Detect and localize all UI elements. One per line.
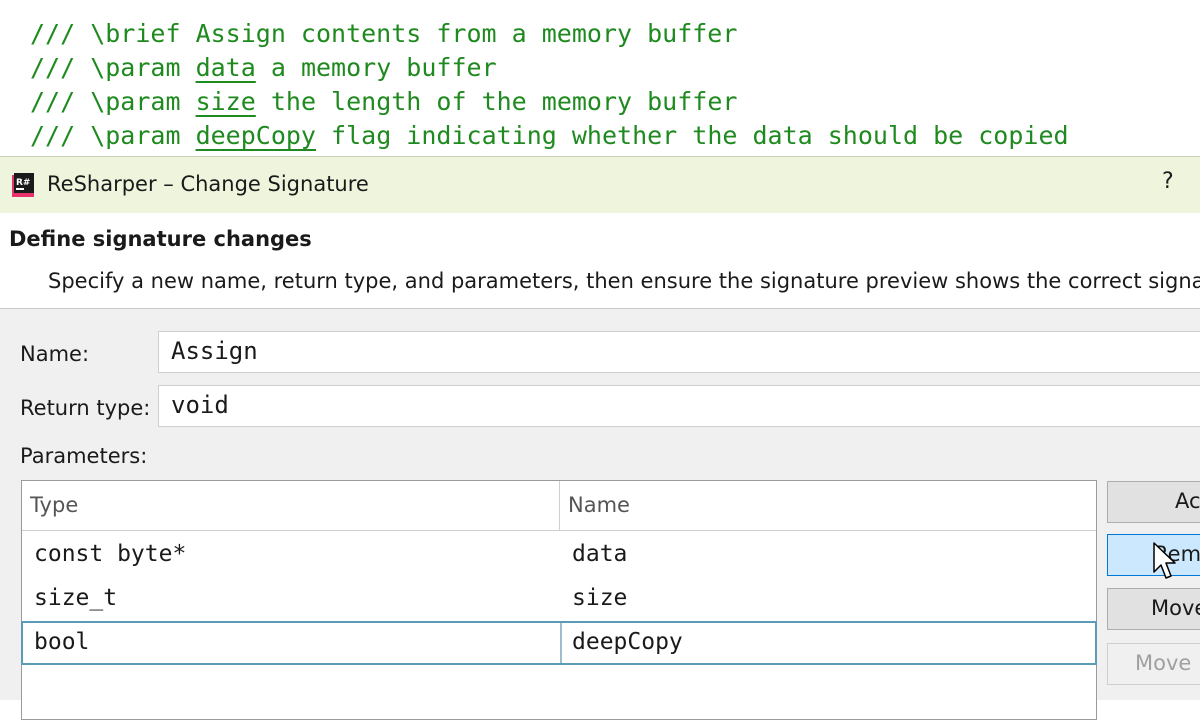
code-comment-line: /// \param deepCopy flag indicating whet… xyxy=(30,121,1069,150)
header-title: Define signature changes xyxy=(9,227,312,251)
add-button-label: Ac xyxy=(1175,489,1200,513)
code-brief-text: /// \brief Assign contents from a memory… xyxy=(30,19,738,48)
name-label: Name: xyxy=(20,342,90,366)
column-header-name[interactable]: Name xyxy=(568,493,630,517)
code-editor: /// \brief Assign contents from a memory… xyxy=(0,0,1200,156)
param-type-cell[interactable]: size_t xyxy=(34,585,118,611)
dialog-title: ReSharper – Change Signature xyxy=(47,172,369,196)
name-field[interactable]: Assign xyxy=(158,331,1200,373)
code-comment-line: /// \param size the length of the memory… xyxy=(30,87,737,116)
resharper-logo-text: R# xyxy=(16,178,30,188)
return-type-label: Return type: xyxy=(20,396,151,420)
parameters-label: Parameters: xyxy=(20,444,148,468)
help-button[interactable]: ? xyxy=(1162,169,1174,194)
table-row[interactable]: const byte* data xyxy=(22,533,1096,577)
return-type-field[interactable]: void xyxy=(158,385,1200,427)
code-param-name: size xyxy=(195,87,256,116)
code-comment-line: /// \brief Assign contents from a memory… xyxy=(30,19,737,48)
param-name-cell[interactable]: data xyxy=(572,541,628,567)
dialog-header: Define signature changes Specify a new n… xyxy=(0,213,1200,309)
column-divider xyxy=(559,481,560,530)
param-type-cell[interactable]: const byte* xyxy=(34,541,187,567)
param-type-cell[interactable]: bool xyxy=(34,629,90,655)
move-down-button: Move xyxy=(1107,643,1200,685)
table-row[interactable]: size_t size xyxy=(22,577,1096,621)
param-name-cell[interactable]: size xyxy=(572,585,628,611)
code-comment-line: /// \param data a memory buffer xyxy=(30,53,497,82)
move-up-button-label: Move xyxy=(1151,596,1200,620)
cell-divider xyxy=(560,623,562,663)
mouse-pointer-icon xyxy=(1153,542,1176,579)
code-param-prefix: /// \param xyxy=(30,53,196,82)
resharper-logo-icon: R# xyxy=(12,173,34,197)
code-param-name: deepCopy xyxy=(195,121,316,150)
code-param-prefix: /// \param xyxy=(30,121,196,150)
code-param-prefix: /// \param xyxy=(30,87,196,116)
change-signature-dialog: R# ReSharper – Change Signature ? Define… xyxy=(0,156,1200,720)
parameters-table[interactable]: Type Name const byte* data size_t size b… xyxy=(21,480,1097,720)
move-down-button-label: Move xyxy=(1135,651,1192,675)
code-param-desc: a memory buffer xyxy=(255,53,497,82)
dialog-titlebar: R# ReSharper – Change Signature ? xyxy=(0,156,1200,214)
code-param-name: data xyxy=(195,53,256,82)
code-param-desc: flag indicating whether the data should … xyxy=(316,121,1069,150)
code-param-desc: the length of the memory buffer xyxy=(255,87,738,116)
param-name-cell[interactable]: deepCopy xyxy=(572,629,683,655)
table-row-selected[interactable]: bool deepCopy xyxy=(21,621,1097,665)
header-description: Specify a new name, return type, and par… xyxy=(48,269,1200,293)
add-button[interactable]: Ac xyxy=(1107,481,1200,523)
column-header-type[interactable]: Type xyxy=(30,493,79,517)
move-up-button[interactable]: Move xyxy=(1107,588,1200,630)
table-header: Type Name xyxy=(22,481,1096,531)
